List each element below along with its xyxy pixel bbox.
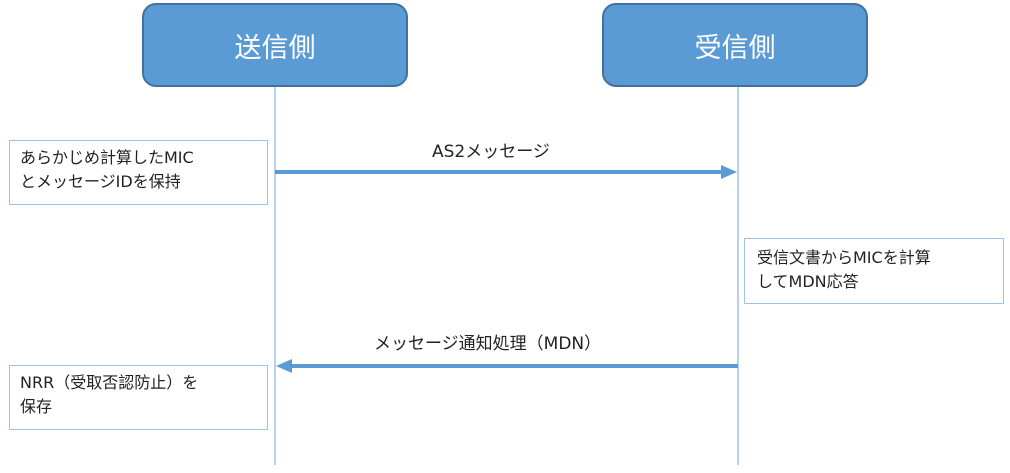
note-line: 保存 [20,397,53,416]
note-line: してMDN応答 [757,272,859,291]
actor-receiver-label: 受信側 [694,32,776,64]
actor-sender-label: 送信側 [234,32,316,64]
note-receiver-mic: 受信文書からMICを計算 してMDN応答 [744,238,1004,304]
message-arrow-mdn-head [276,359,292,373]
note-line: 受信文書からMICを計算 [757,248,931,267]
note-line: あらかじめ計算したMIC [20,148,194,167]
note-line: とメッセージIDを保持 [20,172,181,191]
actor-receiver: 受信側 [602,3,868,87]
message-label-mdn: メッセージ通知処理（MDN） [374,334,602,354]
actor-sender: 送信側 [142,3,408,87]
note-sender-nrr: NRR（受取否認防止）を 保存 [9,365,268,430]
message-arrow-as2-head [721,165,737,179]
note-line: NRR（受取否認防止）を [20,373,199,392]
message-label-as2: AS2メッセージ [432,142,550,162]
note-sender-mic: あらかじめ計算したMIC とメッセージIDを保持 [9,140,268,205]
